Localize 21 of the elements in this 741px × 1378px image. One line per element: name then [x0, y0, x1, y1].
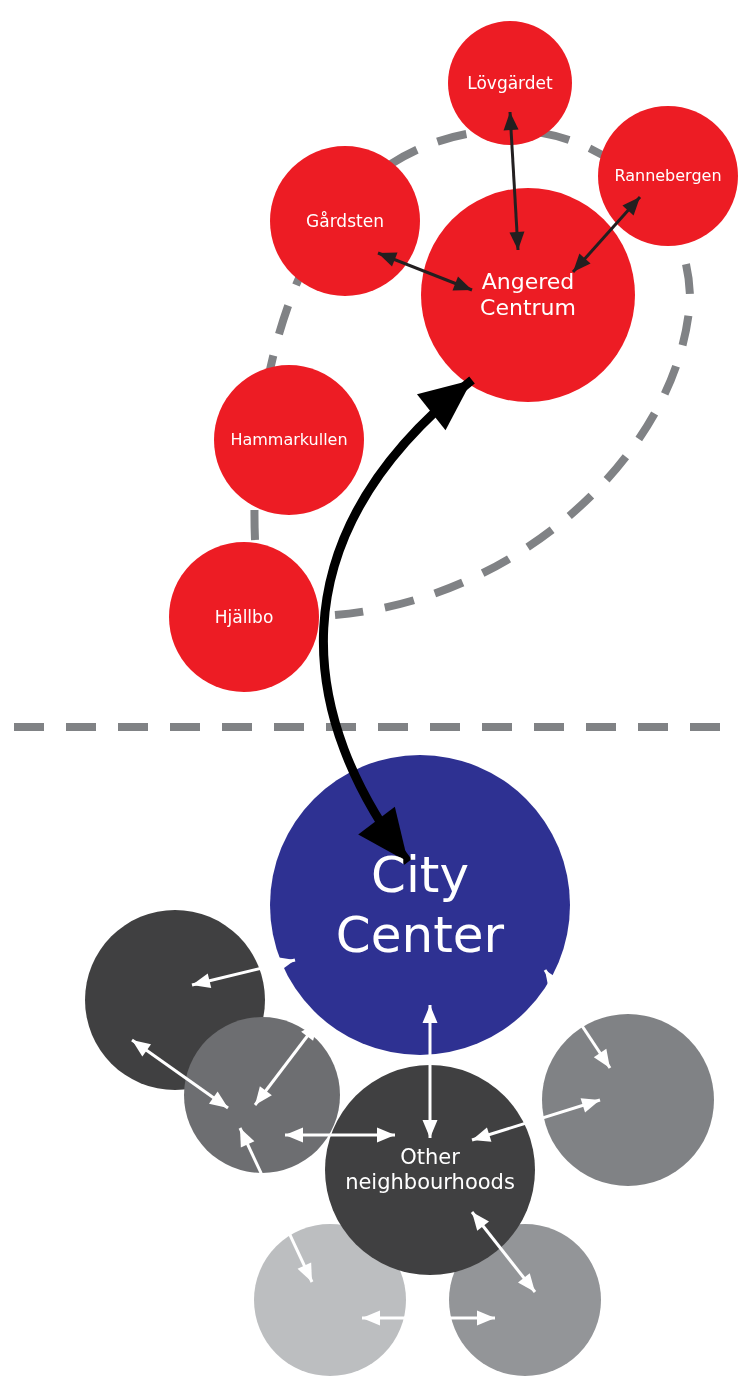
double-arrow — [470, 1211, 537, 1293]
double-arrow — [503, 111, 525, 251]
double-arrow — [471, 1098, 601, 1142]
double-arrow — [319, 376, 475, 865]
neighbourhood-label: City Center — [334, 845, 506, 965]
double-arrow — [377, 251, 473, 292]
neighbourhood-label: Hjällbo — [213, 606, 275, 628]
double-arrow — [362, 1310, 495, 1326]
neighbourhood-label: Lövgärdet — [466, 72, 554, 94]
neighbourhood-label: Rannebergen — [613, 166, 723, 186]
double-arrow — [191, 956, 296, 989]
neighbourhood-label: Gårdsten — [305, 210, 385, 232]
double-arrow — [131, 1038, 229, 1110]
double-arrow — [543, 969, 612, 1069]
neighbourhood-label: Other neighbourhoods — [344, 1144, 516, 1196]
double-arrow — [285, 1127, 395, 1143]
neighbourhood-label: Angered Centrum — [479, 268, 577, 322]
neighbourhood-label: Hammarkullen — [229, 430, 349, 450]
double-arrow — [238, 1127, 314, 1283]
double-arrow — [571, 196, 642, 273]
double-arrow — [422, 1005, 438, 1138]
